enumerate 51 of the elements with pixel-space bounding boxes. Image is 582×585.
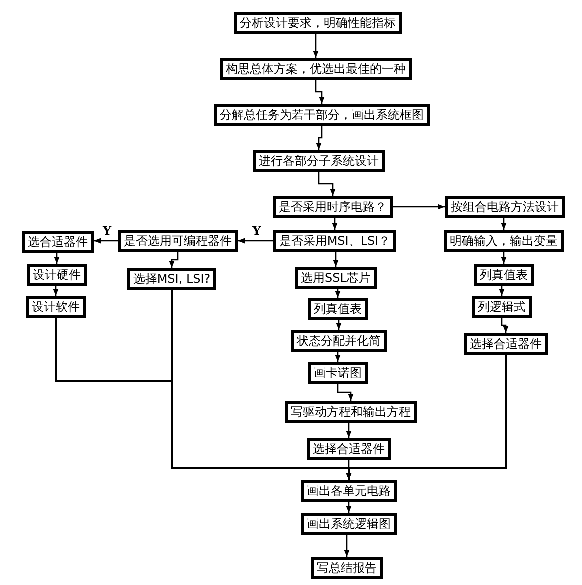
process-box: 分解总任务为若干部分，画出系统框图 — [214, 104, 430, 126]
process-box: 按组合电路方法设计 — [445, 196, 565, 218]
process-box: 分析设计要求，明确性能指标 — [234, 12, 402, 34]
arrow — [316, 126, 323, 150]
arrow — [336, 320, 342, 330]
arrow — [335, 289, 341, 298]
process-box: 是否选用可编程器件 — [118, 230, 238, 252]
process-box: 是否采用时序电路？ — [273, 196, 393, 218]
arrow — [53, 286, 59, 296]
process-box: 写驱动方程和输出方程 — [285, 401, 417, 423]
process-box: 选择合适器件 — [307, 438, 391, 460]
process-box: 写总结报告 — [311, 557, 383, 579]
arrow — [501, 218, 507, 230]
arrow — [346, 355, 507, 480]
process-box: 构思总体方案，优选出最佳的一种 — [220, 58, 412, 80]
arrow — [318, 172, 336, 196]
process-box: 选用SSL芯片 — [295, 267, 377, 289]
edge-label: Y — [102, 225, 113, 238]
arrow — [94, 238, 118, 244]
arrow — [333, 252, 339, 267]
arrow — [54, 253, 60, 264]
process-box: 列真值表 — [308, 298, 368, 320]
arrow — [499, 286, 505, 296]
process-box: 进行各部分子系统设计 — [253, 150, 385, 172]
arrow — [238, 238, 274, 244]
process-box: 画卡诺图 — [308, 362, 368, 384]
arrow — [344, 535, 350, 557]
arrow — [346, 502, 352, 513]
process-box: 设计硬件 — [27, 264, 87, 286]
arrow — [393, 204, 445, 210]
arrow — [501, 252, 507, 264]
arrow — [501, 318, 509, 333]
process-box: 明确输入，输出变量 — [444, 230, 564, 252]
arrow — [169, 252, 179, 268]
process-box: 设计软件 — [26, 296, 86, 318]
arrow — [313, 34, 319, 58]
process-box: 画出各单元电路 — [301, 480, 397, 502]
process-box: 状态分配并化简 — [291, 330, 387, 352]
edge-label: Y — [252, 225, 262, 238]
process-box: 列逻辑式 — [472, 296, 532, 318]
arrow — [337, 384, 354, 401]
process-box: 选合适器件 — [22, 231, 94, 253]
process-box: 画出系统逻辑图 — [301, 513, 397, 535]
process-box: 列真值表 — [474, 264, 534, 286]
process-box: 选择MSI, LSI? — [127, 268, 217, 290]
process-box: 选择合适器件 — [464, 333, 548, 355]
arrow — [346, 423, 352, 438]
arrow — [335, 352, 341, 362]
process-box: 是否采用MSI、LSI？ — [273, 230, 397, 252]
arrow — [332, 218, 338, 230]
arrow — [315, 80, 325, 104]
